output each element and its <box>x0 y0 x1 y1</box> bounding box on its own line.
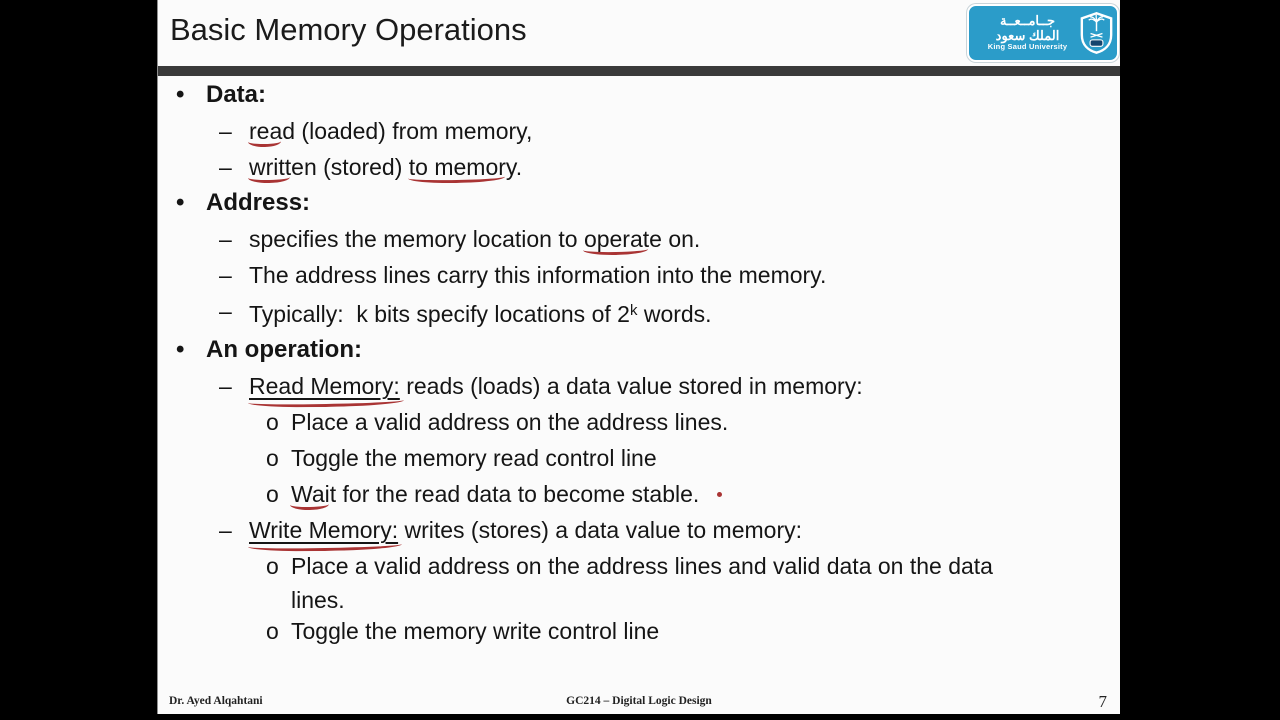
step-wrap-continuation: lines. <box>158 584 1120 616</box>
text: Place a valid address on the address lin… <box>291 409 729 435</box>
logo-english-name: King Saud University <box>987 42 1068 52</box>
text: words. <box>637 301 712 327</box>
dash-marker: – <box>219 262 232 288</box>
text: The address lines carry this information… <box>249 262 827 288</box>
presentation-slide: Basic Memory Operations جــامــعــة المل… <box>157 0 1120 714</box>
dash-marker: – <box>219 298 232 324</box>
dash-marker: – <box>219 517 232 543</box>
bullet-marker: • <box>176 189 185 216</box>
university-shield-icon <box>1080 12 1113 54</box>
subitem-read-memory: –Read Memory: reads (loads) a data value… <box>158 368 1120 404</box>
logo-arabic-line2: الملك سعود <box>995 27 1060 43</box>
subitem-address-lines: –The address lines carry this informatio… <box>158 257 1120 293</box>
text: An operation: <box>206 336 362 363</box>
slide-title: Basic Memory Operations <box>170 12 527 47</box>
text: reads (loads) a data value stored in mem… <box>399 373 863 399</box>
subitem-read-from-memory: –read (loaded) from memory, <box>158 113 1120 149</box>
o-marker: o <box>266 481 279 507</box>
dash-marker: – <box>219 373 232 399</box>
dash-marker: – <box>219 154 232 180</box>
o-marker: o <box>266 445 279 471</box>
underlined-term: Write Memory: <box>249 517 399 543</box>
text: t for the read data to become stable. <box>329 481 700 507</box>
step-toggle-write: o Toggle the memory write control line <box>158 616 1120 647</box>
text: Data: <box>206 81 267 108</box>
footer-course: GC214 – Digital Logic Design <box>566 695 712 707</box>
o-marker: o <box>266 409 279 435</box>
logo-arabic-line1: جــامــعــة <box>999 13 1056 29</box>
text: Typically: k bits specify locations of 2 <box>249 301 630 327</box>
text: d (loaded) from memory, <box>282 118 533 144</box>
red-underlined-text: rea <box>249 118 283 144</box>
subitem-specifies-location: –specifies the memory location to operat… <box>158 221 1120 257</box>
bullet-data: • Data: <box>158 77 1120 113</box>
text: Address: <box>206 189 311 216</box>
text: e on. <box>649 226 701 252</box>
step-wait-stable: o Wait for the read data to become stable… <box>158 476 1120 512</box>
bullet-address: • Address: <box>158 185 1120 221</box>
title-separator-bar <box>158 66 1120 76</box>
letterbox-left <box>0 0 157 720</box>
step-place-address: o Place a valid address on the address li… <box>158 404 1120 440</box>
text: writes (stores) a data value to memory: <box>398 517 803 543</box>
letterbox-right <box>1120 0 1280 720</box>
underlined-term: Read Memory: <box>249 373 400 399</box>
red-underlined-text: to memor <box>408 154 506 180</box>
bullet-marker: • <box>176 81 185 108</box>
superscript-k: k <box>629 302 638 319</box>
text: lines. <box>291 587 345 613</box>
subitem-k-bits: –Typically: k bits specify locations of … <box>158 293 1120 332</box>
step-place-address-data: o Place a valid address on the address li… <box>158 548 1120 584</box>
red-dot-annotation <box>717 492 723 497</box>
subitem-write-memory: –Write Memory: writes (stores) a data va… <box>158 512 1120 548</box>
text: en (stored) <box>291 154 409 180</box>
footer-page-number: 7 <box>1098 692 1108 711</box>
o-marker: o <box>266 618 279 644</box>
university-logo-text: جــامــعــة الملك سعود King Saud Univers… <box>977 13 1078 52</box>
red-underlined-text: operat <box>583 226 650 252</box>
step-toggle-read: o Toggle the memory read control line <box>158 440 1120 476</box>
footer-author: Dr. Ayed Alqahtani <box>169 695 263 707</box>
red-underlined-text: writt <box>249 154 292 180</box>
slide-body: •Data: –read (loaded) from memory, –writ… <box>158 77 1120 647</box>
university-logo: جــامــعــة الملك سعود King Saud Univers… <box>967 4 1119 62</box>
bullet-marker: • <box>176 336 185 363</box>
text: Place a valid address on the address lin… <box>291 553 993 579</box>
text: Toggle the memory read control line <box>291 445 657 471</box>
subitem-written-to-memory: –written (stored) to memory. <box>158 149 1120 185</box>
o-marker: o <box>266 553 279 579</box>
dash-marker: – <box>219 226 232 252</box>
text: specifies the memory location to <box>249 226 584 252</box>
bullet-an-operation: • An operation: <box>158 332 1120 368</box>
text: y. <box>505 154 523 180</box>
text: Toggle the memory write control line <box>291 618 660 644</box>
dash-marker: – <box>219 118 232 144</box>
red-underlined-text: Wai <box>291 481 330 507</box>
